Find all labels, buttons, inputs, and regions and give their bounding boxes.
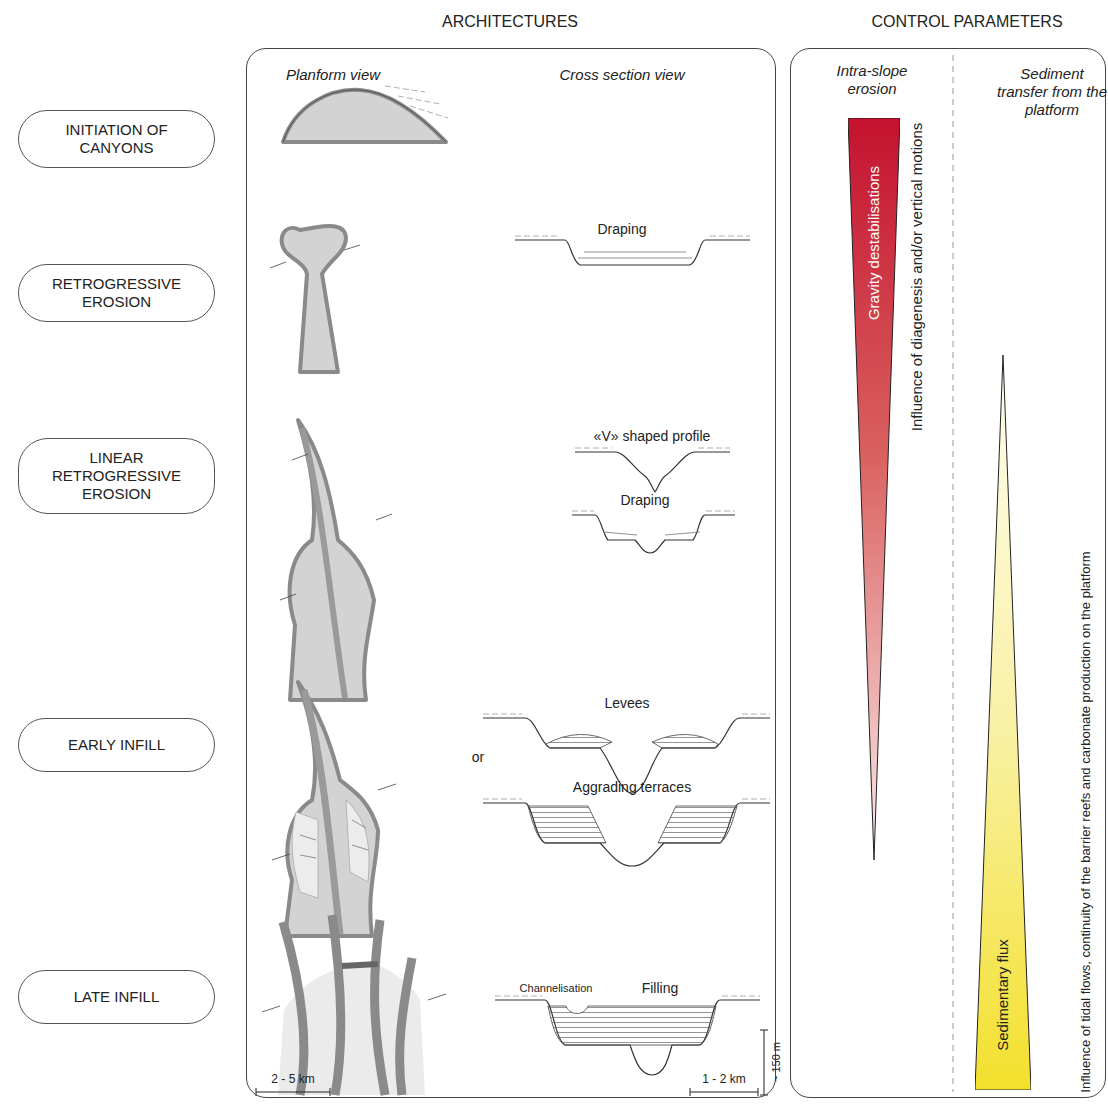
annotation: Levees bbox=[604, 695, 649, 711]
annotation: 1 - 2 km bbox=[702, 1073, 745, 1087]
planform-initiation bbox=[283, 86, 448, 142]
panel-subheading: Sediment transfer from the platform bbox=[996, 65, 1108, 119]
panel-heading: ARCHITECTURES bbox=[442, 12, 578, 31]
panel-subheading: Intra-slope erosion bbox=[817, 62, 927, 98]
stage-label: LATE INFILL bbox=[34, 988, 199, 1006]
stage-box: RETROGRESSIVE EROSION bbox=[18, 264, 215, 322]
annotation: Draping bbox=[620, 492, 669, 508]
divider bbox=[953, 55, 954, 1092]
stage-box: INITIATION OF CANYONS bbox=[18, 110, 215, 168]
annotation: Channelisation bbox=[520, 982, 593, 995]
stage-label: RETROGRESSIVE EROSION bbox=[34, 275, 199, 311]
rotated-note: Influence of diagenesis and/or vertical … bbox=[908, 122, 925, 431]
panel-frame bbox=[790, 48, 1106, 1098]
panel: ARCHITECTURES Planform view Cross section … bbox=[246, 8, 776, 1098]
cross-section-linear-draping bbox=[572, 511, 735, 553]
cross-section-aggrading-terraces bbox=[483, 799, 770, 866]
stage-box: LINEAR RETROGRESSIVE EROSION bbox=[18, 438, 215, 514]
gradient-triangle: Gravity destabilisations bbox=[848, 118, 900, 860]
panel-subheading: Planform view bbox=[286, 66, 380, 84]
annotation: Filling bbox=[642, 980, 679, 996]
panel-heading: CONTROL PARAMETERS bbox=[871, 12, 1062, 31]
panel-subheading: Cross section view bbox=[559, 66, 684, 84]
annotation: 2 - 5 km bbox=[271, 1073, 314, 1087]
stage-label: EARLY INFILL bbox=[34, 736, 199, 754]
stage-label: INITIATION OF CANYONS bbox=[34, 121, 199, 157]
gradient-triangle: Sedimentary flux bbox=[975, 355, 1031, 1090]
stage-box: EARLY INFILL bbox=[18, 718, 215, 772]
cross-section-late-infill bbox=[495, 996, 760, 1075]
cross-section-v-profile bbox=[575, 448, 730, 492]
scale-bar bbox=[256, 1030, 768, 1096]
annotation: Draping bbox=[597, 221, 646, 237]
rotated-note: ~ 150 m bbox=[770, 1042, 783, 1082]
stage-label: LINEAR RETROGRESSIVE EROSION bbox=[34, 449, 199, 503]
planform-linear bbox=[280, 420, 392, 700]
annotation: «V» shaped profile bbox=[594, 428, 711, 444]
planform-late-infill bbox=[262, 915, 446, 1095]
planform-early-infill bbox=[272, 682, 396, 936]
annotation: Aggrading terraces bbox=[573, 779, 691, 795]
planform-retrogressive bbox=[270, 226, 360, 372]
cross-section-retrogressive bbox=[515, 236, 750, 265]
panel-subheading: Gravity destabilisations bbox=[865, 166, 883, 320]
panel-subheading: Sedimentary flux bbox=[994, 939, 1012, 1051]
panel-frame bbox=[246, 48, 776, 1098]
panel: CONTROL PARAMETERSIntra-slope erosionSed… bbox=[790, 8, 1106, 1098]
stage-box: LATE INFILL bbox=[18, 970, 215, 1024]
annotation: or bbox=[472, 749, 484, 765]
rotated-note: Influence of tidal flows, continuity of … bbox=[1079, 551, 1094, 1092]
